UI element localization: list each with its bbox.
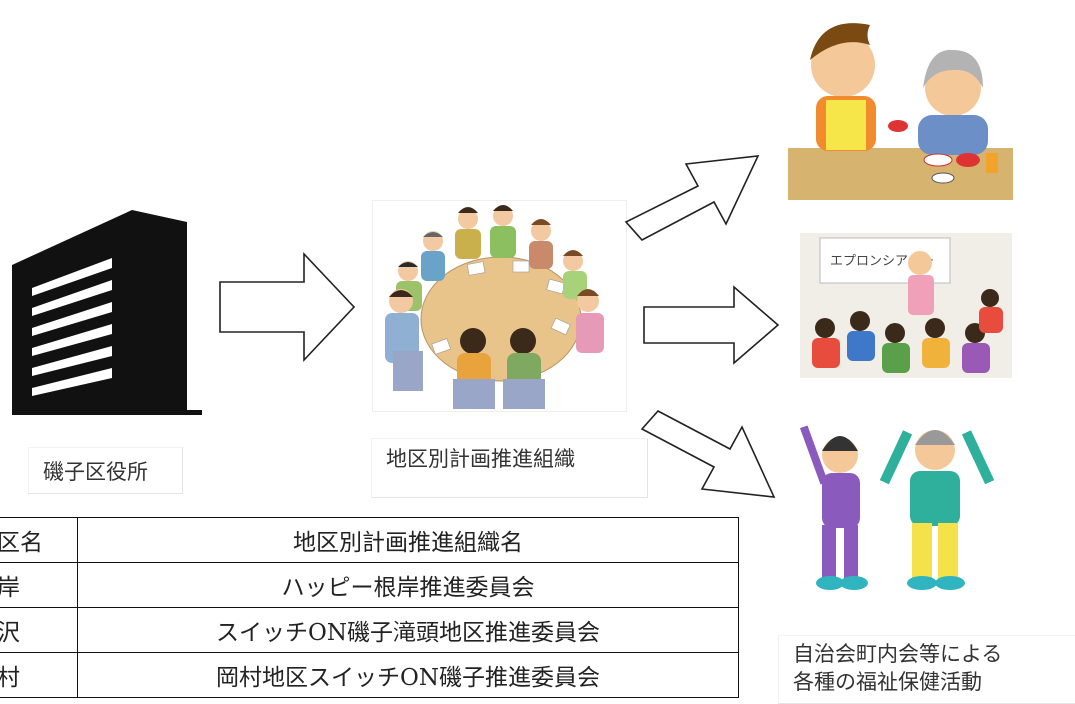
meeting-illustration: [372, 200, 627, 412]
exercise-image: [800, 425, 995, 590]
arrow-right-icon: [643, 285, 780, 365]
exercise-illustration: [800, 415, 1012, 600]
table-cell-org: 岡村地区スイッチON磯子推進委員会: [77, 652, 739, 698]
ward-office-building-icon: [12, 210, 202, 415]
apron-theater-illustration: エプロンシアター: [800, 233, 1012, 378]
meal-support-illustration: [788, 10, 1013, 200]
table-header-row: 区名 地区別計画推進組織名: [0, 517, 739, 563]
table-row: 村 岡村地区スイッチON磯子推進委員会: [0, 652, 739, 698]
arrow-right-icon: [219, 252, 356, 362]
meeting-image: [385, 205, 604, 409]
table-cell-org: ハッピー根岸推進委員会: [77, 562, 739, 608]
arrow-down-right-icon: [640, 409, 776, 498]
apron-theater-image: エプロンシアター: [800, 233, 1012, 378]
arrow-up-right-icon: [624, 155, 760, 242]
table-row: 沢 スイッチON磯子滝頭地区推進委員会: [0, 607, 739, 653]
district-org-label: 地区別計画推進組織: [386, 447, 575, 471]
meal-image: [788, 23, 1013, 200]
table-row: 岸 ハッピー根岸推進委員会: [0, 562, 739, 608]
table-header-org: 地区別計画推進組織名: [77, 517, 739, 563]
table-cell-org: スイッチON磯子滝頭地区推進委員会: [77, 607, 739, 653]
activity-label-line1: 自治会町内会等による: [793, 642, 1003, 666]
district-org-table: 区名 地区別計画推進組織名 岸 ハッピー根岸推進委員会 沢 スイッチON磯子滝頭…: [0, 517, 739, 698]
activity-label-line2: 各種の福祉保健活動: [793, 670, 982, 694]
ward-office-label-box: 磯子区役所: [28, 447, 183, 494]
table-cell-district: 村: [0, 652, 78, 698]
poster-text: エプロンシアター: [830, 254, 934, 269]
table-cell-district: 沢: [0, 607, 78, 653]
activity-label-box: 自治会町内会等による 各種の福祉保健活動: [778, 635, 1075, 704]
table-cell-district: 岸: [0, 562, 78, 608]
district-org-label-box: 地区別計画推進組織: [371, 438, 648, 498]
table-header-district: 区名: [0, 517, 78, 563]
ward-office-label: 磯子区役所: [43, 460, 148, 484]
